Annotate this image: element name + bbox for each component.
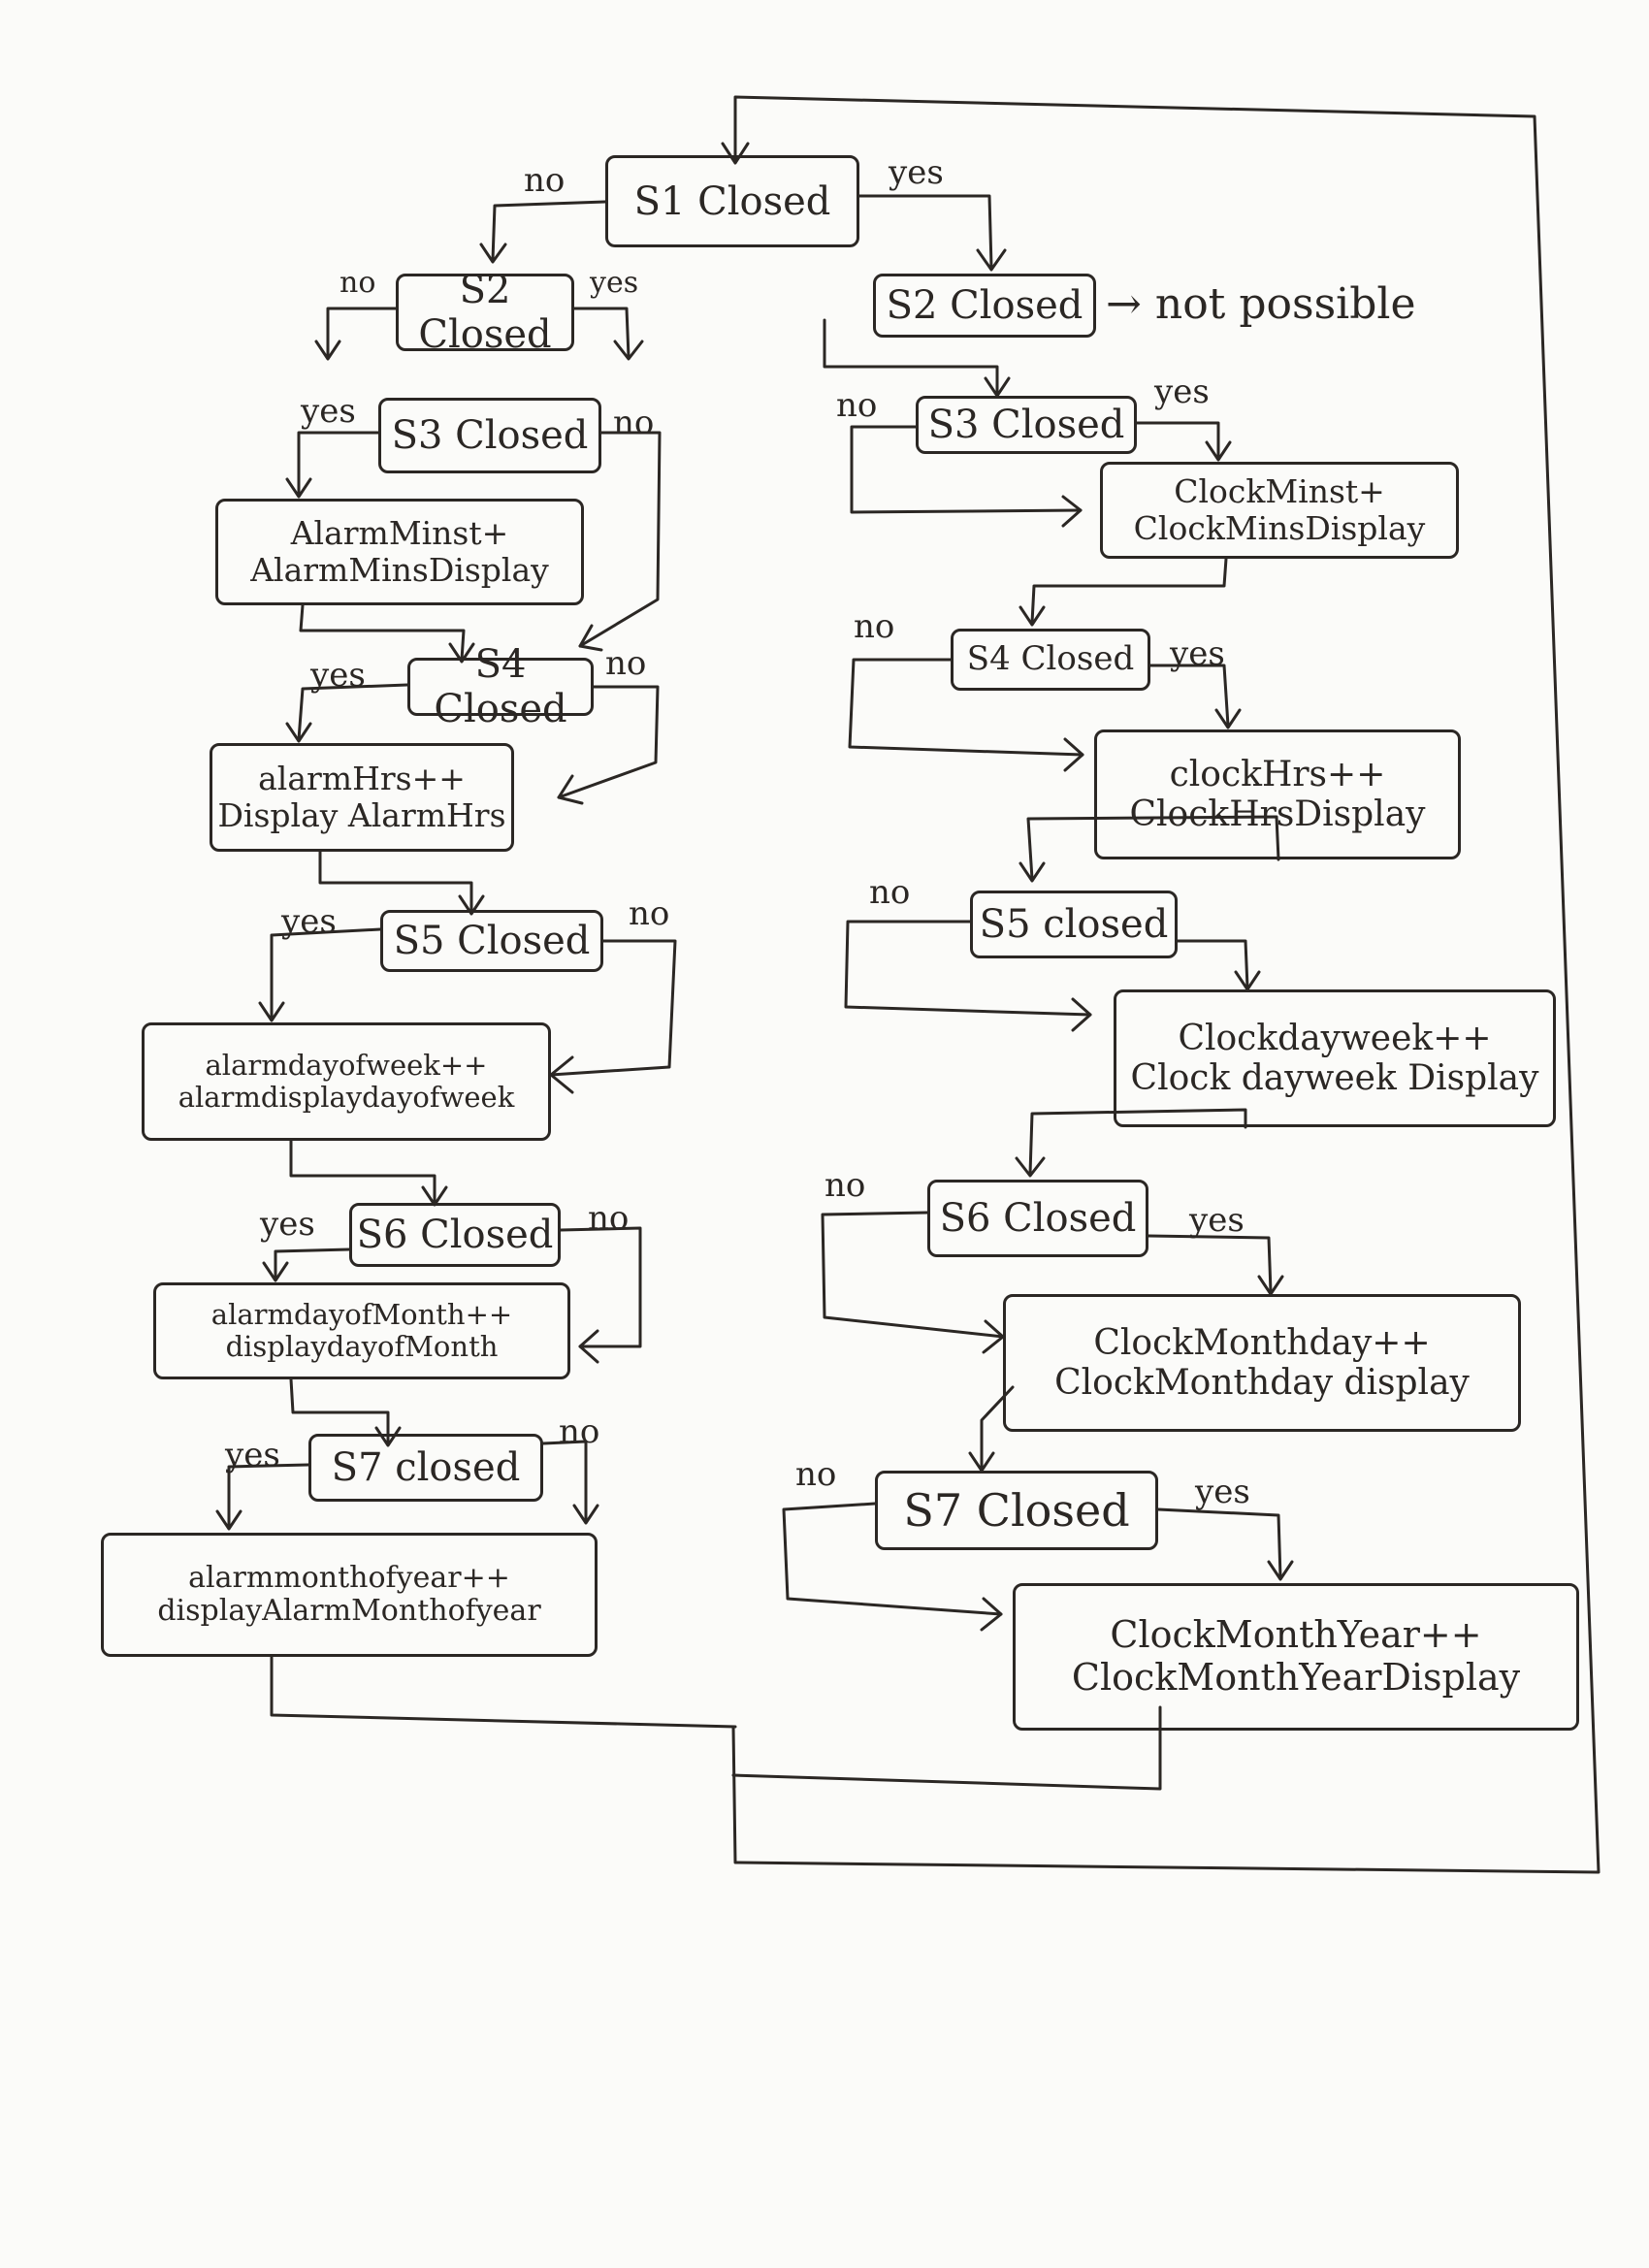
decision-text: S5 closed <box>979 902 1169 947</box>
edge-label-no: no <box>524 161 566 200</box>
edge-label-yes: yes <box>1154 373 1210 411</box>
edge-label-no: no <box>559 1412 600 1451</box>
edge-label-no: no <box>854 607 895 646</box>
decision-text: S4 Closed <box>966 639 1135 679</box>
action-line: Clockdayweek++ <box>1178 1018 1492 1058</box>
alarm-hrs-action: alarmHrs++ Display AlarmHrs <box>210 743 514 852</box>
edge-label-yes: yes <box>260 1205 315 1244</box>
action-line: Display AlarmHrs <box>217 796 506 834</box>
edge-label-yes: yes <box>225 1436 280 1474</box>
decision-text: S7 closed <box>331 1445 521 1490</box>
alarm-s7-closed-decision: S7 closed <box>308 1434 543 1502</box>
action-line: ClockMonthday display <box>1054 1363 1470 1403</box>
action-line: alarmmonthofyear++ <box>188 1560 510 1595</box>
edge-label-yes: yes <box>1189 1201 1245 1240</box>
edge-label-no: no <box>588 1199 630 1238</box>
edge-label-yes: yes <box>889 153 944 192</box>
edge-label-no: no <box>340 266 376 300</box>
edge-label-no: no <box>824 1166 866 1205</box>
action-line: alarmdayofweek++ <box>205 1048 488 1082</box>
edge-label-yes: yes <box>310 656 366 695</box>
alarm-s3-closed-decision: S3 Closed <box>378 398 601 473</box>
decision-text: S4 Closed <box>434 642 567 731</box>
edge-label-no: no <box>605 644 647 683</box>
action-line: displaydayofMonth <box>225 1330 499 1363</box>
edge-label-yes: yes <box>1195 1473 1250 1511</box>
clock-s5-closed-decision: S5 closed <box>970 891 1178 958</box>
clock-dayweek-action: Clockdayweek++ Clock dayweek Display <box>1114 989 1556 1127</box>
action-line: ClockMonthday++ <box>1093 1322 1431 1363</box>
edge-label-no: no <box>836 386 878 425</box>
not-possible-note: → not possible <box>1106 279 1416 329</box>
decision-text: S6 Closed <box>939 1196 1137 1241</box>
edge-label-no: no <box>613 404 655 442</box>
action-line: alarmHrs++ <box>258 760 466 798</box>
action-line: ClockMonthYear++ <box>1110 1613 1482 1657</box>
edge-label-yes: yes <box>590 266 639 300</box>
decision-text: S2 Closed <box>886 283 1083 328</box>
alarm-dayofmonth-action: alarmdayofMonth++ displaydayofMonth <box>153 1282 570 1379</box>
action-line: clockHrs++ <box>1169 754 1386 794</box>
action-line: AlarmMinsDisplay <box>250 551 549 589</box>
clock-s4-closed-decision: S4 Closed <box>951 629 1150 691</box>
action-line: ClockHrsDisplay <box>1129 794 1426 834</box>
alarm-s2-closed-decision: S2 Closed <box>396 268 574 357</box>
edge-label-no: no <box>795 1455 837 1494</box>
decision-text: S3 Closed <box>391 413 589 458</box>
clock-monthday-action: ClockMonthday++ ClockMonthday display <box>1003 1294 1521 1432</box>
decision-text: S7 Closed <box>903 1483 1130 1537</box>
edge-label-no: no <box>869 873 911 912</box>
action-line: displayAlarmMonthofyear <box>157 1594 541 1628</box>
clock-s7-closed-decision: S7 Closed <box>875 1471 1158 1550</box>
clock-s6-closed-decision: S6 Closed <box>927 1180 1148 1257</box>
decision-text: S2 Closed <box>418 268 552 357</box>
clock-hrs-action: clockHrs++ ClockHrsDisplay <box>1094 729 1461 859</box>
alarm-s4-closed-decision: S4 Closed <box>407 642 594 731</box>
alarm-s6-closed-decision: S6 Closed <box>349 1203 561 1267</box>
s1-closed-decision: S1 Closed <box>605 155 859 247</box>
action-line: alarmdisplaydayofweek <box>178 1081 515 1114</box>
alarm-monthofyear-action: alarmmonthofyear++ displayAlarmMonthofye… <box>101 1533 598 1657</box>
alarm-mins-action: AlarmMinst+ AlarmMinsDisplay <box>215 499 584 605</box>
action-line: AlarmMinst+ <box>290 514 509 553</box>
action-line: ClockMonthYearDisplay <box>1071 1656 1521 1699</box>
edge-label-no: no <box>629 894 670 933</box>
decision-text: S1 Closed <box>633 178 831 224</box>
action-line: alarmdayofMonth++ <box>210 1297 513 1331</box>
clock-mins-action: ClockMinst+ ClockMinsDisplay <box>1100 462 1459 559</box>
clock-s2-closed-decision: S2 Closed <box>873 274 1096 338</box>
edge-label-yes: yes <box>301 392 356 431</box>
clock-monthyear-action: ClockMonthYear++ ClockMonthYearDisplay <box>1013 1583 1579 1731</box>
decision-text: S3 Closed <box>927 403 1125 447</box>
action-line: ClockMinsDisplay <box>1133 509 1426 547</box>
alarm-dayofweek-action: alarmdayofweek++ alarmdisplaydayofweek <box>142 1022 551 1141</box>
action-line: Clock dayweek Display <box>1130 1058 1539 1098</box>
action-line: ClockMinst+ <box>1174 472 1385 511</box>
edge-label-yes: yes <box>281 902 337 941</box>
decision-text: S5 Closed <box>393 919 591 963</box>
edge-label-yes: yes <box>1170 634 1225 673</box>
decision-text: S6 Closed <box>356 1213 554 1257</box>
alarm-s5-closed-decision: S5 Closed <box>380 910 603 972</box>
clock-s3-closed-decision: S3 Closed <box>916 396 1137 454</box>
